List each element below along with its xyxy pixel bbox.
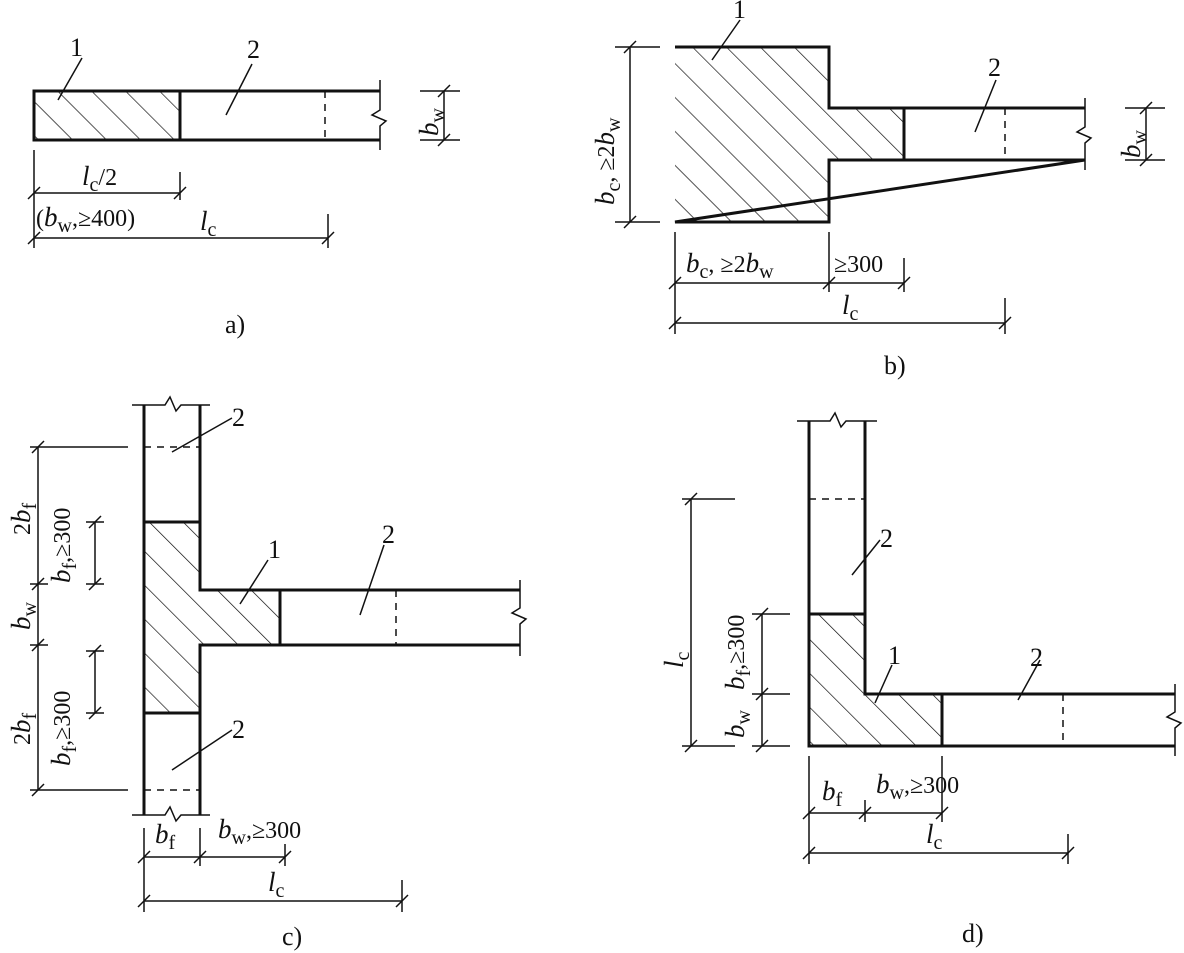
caption-b: b) [884,351,906,380]
caption-c: c) [282,922,302,951]
break-mark-bottom [132,805,210,823]
marker-2-top: 2 [880,524,893,553]
marker-2-right: 2 [1030,643,1043,672]
dim-bf-300-top: bf,≥300 [46,508,81,583]
marker-1: 1 [70,33,83,62]
hatched-zone-1 [144,522,280,713]
dim-lc-d-left: lc [659,651,694,668]
dim-lc-a: lc [200,206,217,241]
marker-2-bottom: 2 [232,715,245,744]
hatched-zone-1 [34,91,180,140]
dim-bf-c: bf [155,819,176,854]
marker-2-right: 2 [382,520,395,549]
dim-bf-d: bf [822,776,843,811]
hatched-zone-1 [675,47,904,222]
dim-lc-b: lc [842,290,859,325]
detail-a: 1 2 bw lc/2 (bw,≥400) lc a) [27,33,460,339]
dim-lc-c: lc [268,867,285,902]
caption-d: d) [962,919,984,948]
break-mark-top [797,411,877,429]
dim-bw-a: bw [414,108,449,137]
dim-300-b: ≥300 [834,252,883,278]
caption-a: a) [225,310,245,339]
marker-1: 1 [268,535,281,564]
break-mark [370,80,388,150]
dim-2bf-bottom: 2bf [6,713,41,746]
dim-bc-2bw-left: bc,≥2bw [590,117,625,205]
dim-lc-half: lc/2 [82,161,117,196]
dim-bf-300-bottom: bf,≥300 [46,691,81,766]
break-mark-right [510,580,528,656]
marker-1: 1 [733,0,746,24]
detail-c: 2 1 2 2 2bf bw 2bf bf,≥300 bf,≥300 [6,395,528,951]
marker-2-top: 2 [232,403,245,432]
dim-bw-400: (bw,≥400) [36,202,135,237]
dim-bw-b: bw [1116,130,1151,159]
detail-b: 1 2 bc,≥2bw bw bc,≥2bw ≥300 lc b) [590,0,1165,380]
dim-bw-d-left: bw [720,710,755,739]
dim-bf-300-d: bf,≥300 [720,615,755,690]
break-mark-top [132,395,210,413]
dim-bw-c: bw [6,602,41,631]
dim-lc-d: lc [926,819,943,854]
break-mark [1075,98,1093,170]
dim-bw-300-c: bw,≥300 [218,814,301,849]
dim-2bf-top: 2bf [6,503,41,536]
dim-bc-2bw-bottom: bc,≥2bw [686,248,774,283]
marker-2: 2 [988,53,1001,82]
marker-1: 1 [888,641,901,670]
dim-bw-300-d: bw,≥300 [876,769,959,804]
hatched-zone-1 [809,614,942,746]
break-mark-right [1165,684,1183,756]
detail-d: 2 1 2 lc bf,≥300 bw bf bw,≥300 lc [659,411,1183,948]
marker-2: 2 [247,35,260,64]
